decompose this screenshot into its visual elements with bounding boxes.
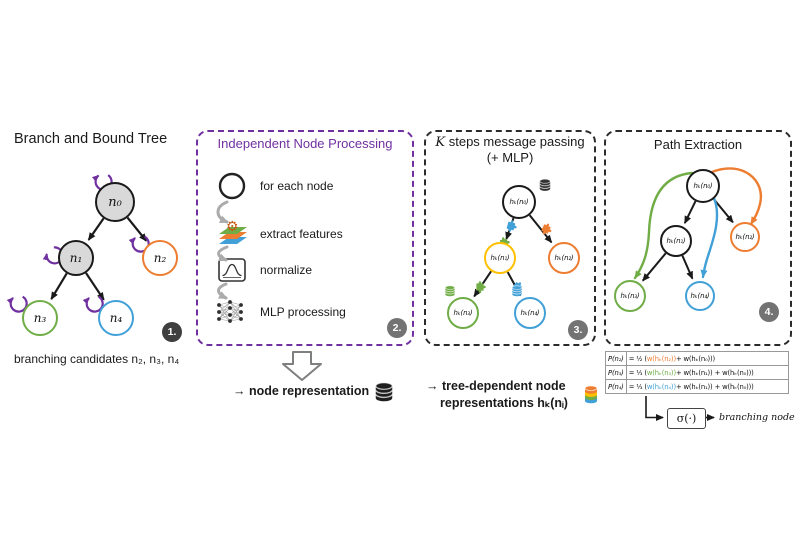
step-badge-2: 2. <box>387 318 407 338</box>
node-label: hₖ(n₂) <box>554 254 574 262</box>
equation-row-n3: P(n₃) = ¹⁄₃ ( w(hₖ(n₃)) + w(hₖ(n₁)) + w(… <box>605 365 789 380</box>
down-arrow-icon <box>282 351 322 381</box>
step-label: extract features <box>260 227 343 241</box>
panel3-title-k: K <box>435 135 446 150</box>
eq-lhs: P(n₄) <box>606 380 627 393</box>
sigma-box: σ(·) <box>667 408 706 429</box>
node-label: hₖ(n₃) <box>453 309 473 317</box>
node-label: n₂ <box>153 251 167 265</box>
step-label: normalize <box>260 263 313 277</box>
node-label: n₁ <box>69 251 83 265</box>
p2-result-label: → node representation <box>233 384 370 398</box>
p3-result-line2: representations hₖ(nᵢ) <box>440 396 568 410</box>
equation-row-n4: P(n₄) = ¹⁄₃ ( w(hₖ(n₄)) + w(hₖ(n₁)) + w(… <box>605 379 789 394</box>
panel-message-passing <box>424 130 596 346</box>
node-label: hₖ(n₀) <box>693 182 713 190</box>
panel3-title-line2: (+ MLP) <box>486 150 534 165</box>
step-badge-1: 1. <box>162 322 182 342</box>
p4-node-n0: hₖ(n₀) <box>686 169 720 203</box>
panel3-title-rest: steps message passing <box>445 134 585 149</box>
step-badge-3: 3. <box>568 320 588 340</box>
step-label: MLP processing <box>260 305 346 319</box>
p4-node-n2: hₖ(n₂) <box>730 222 760 252</box>
p4-node-n3: hₖ(n₃) <box>614 280 646 312</box>
p1-node-n0: n₀ <box>95 182 135 222</box>
eq-term: w(hₖ(n₃)) <box>646 368 676 377</box>
branching-node-label: branching node <box>719 412 795 423</box>
database-icon-multicolor <box>584 385 598 404</box>
p1-caption: branching candidates n₂, n₃, n₄ <box>14 352 180 366</box>
equation-row-n2: P(n₂) = ¹⁄₂ ( w(hₖ(n₂)) + w(hₖ(n₀))) <box>605 351 789 366</box>
node-label: hₖ(n₁) <box>490 254 510 262</box>
p3-node-n0: hₖ(n₀) <box>502 185 536 219</box>
node-label: hₖ(n₀) <box>509 198 529 206</box>
panel3-title: K steps message passing <box>424 134 596 150</box>
p1-node-n1: n₁ <box>58 240 94 276</box>
eq-pre: = ¹⁄₃ ( <box>628 382 647 391</box>
node-label: hₖ(n₁) <box>666 237 686 245</box>
panel-independent-node-processing <box>196 130 414 346</box>
p1-node-n2: n₂ <box>142 240 178 276</box>
database-icon <box>375 382 393 402</box>
eq-term: w(hₖ(n₄)) <box>646 382 676 391</box>
eq-pre: = ¹⁄₃ ( <box>628 368 647 377</box>
p4-node-n4: hₖ(n₄) <box>685 281 715 311</box>
node-label: hₖ(n₃) <box>620 292 640 300</box>
panel-path-extraction <box>604 130 792 346</box>
eq-rest: + w(hₖ(n₁)) + w(hₖ(n₀))) <box>675 382 754 391</box>
panel2-title: Independent Node Processing <box>217 136 393 151</box>
eq-pre: = ¹⁄₂ ( <box>628 354 647 363</box>
node-label: n₄ <box>109 311 123 325</box>
step-label: for each node <box>260 179 334 193</box>
panel1-title: Branch and Bound Tree <box>14 131 168 147</box>
p3-node-n2: hₖ(n₂) <box>548 242 580 274</box>
eq-rest: + w(hₖ(n₀))) <box>675 354 716 363</box>
eq-rest: + w(hₖ(n₁)) + w(hₖ(n₀))) <box>675 368 754 377</box>
p3-node-n1: hₖ(n₁) <box>484 242 516 274</box>
node-label: n₀ <box>108 194 122 210</box>
step-badge-4: 4. <box>759 302 779 322</box>
p4-node-n1: hₖ(n₁) <box>660 225 692 257</box>
node-label: n₃ <box>33 311 47 325</box>
eq-lhs: P(n₂) <box>606 352 627 365</box>
p3-node-n3: hₖ(n₃) <box>447 297 479 329</box>
node-label: hₖ(n₄) <box>520 309 540 317</box>
panel4-title: Path Extraction <box>653 137 743 152</box>
eq-lhs: P(n₃) <box>606 366 627 379</box>
node-label: hₖ(n₄) <box>690 292 710 300</box>
eq-term: w(hₖ(n₂)) <box>646 354 676 363</box>
p1-node-n3: n₃ <box>22 300 58 336</box>
p1-node-n4: n₄ <box>98 300 134 336</box>
node-label: hₖ(n₂) <box>735 233 755 241</box>
p3-node-n4: hₖ(n₄) <box>514 297 546 329</box>
p3-result-line1: → tree-dependent node <box>426 379 566 393</box>
